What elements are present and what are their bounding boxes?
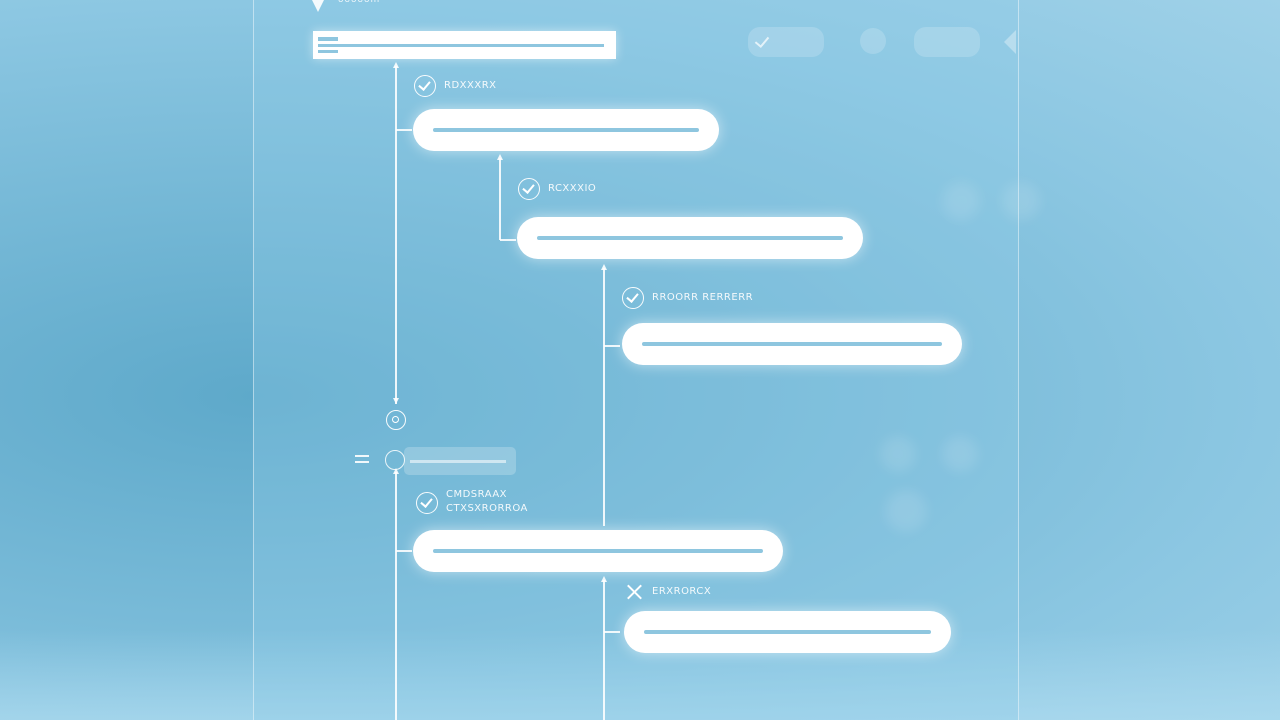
menu-icon[interactable] — [355, 455, 369, 467]
step-5-pill[interactable] — [624, 611, 951, 653]
approve-toggle[interactable] — [748, 27, 824, 57]
decor-blob — [1002, 182, 1040, 220]
connector-arrow — [601, 576, 607, 582]
header-pin-icon — [312, 0, 324, 12]
step-2-pill[interactable] — [517, 217, 863, 259]
connector-step5-branch — [604, 631, 620, 633]
connector-lower — [395, 472, 397, 720]
decor-blob — [885, 490, 927, 532]
step-1-label: Rdxxxrx — [414, 75, 497, 97]
step-5-label: Erxrorcx — [624, 582, 711, 602]
node-icon[interactable] — [386, 410, 406, 430]
top-input-bar[interactable] — [313, 31, 616, 59]
connector-step2 — [499, 158, 501, 240]
connector-arrow — [393, 62, 399, 68]
expand-icon[interactable] — [1004, 30, 1016, 54]
step-2-label: Rcxxxio — [518, 178, 596, 200]
connector-lower-branch — [396, 550, 412, 552]
options-button[interactable] — [914, 27, 980, 57]
connector-step5 — [603, 580, 605, 720]
decor-blob — [942, 182, 980, 220]
gear-icon[interactable] — [860, 28, 886, 54]
connector-arrow — [393, 398, 399, 404]
connector-step3 — [603, 268, 605, 526]
step-3-pill[interactable] — [622, 323, 962, 365]
decor-blob — [942, 436, 978, 472]
check-icon — [754, 32, 770, 49]
merge-check-icon — [385, 450, 405, 470]
step-5-text: Erxrorcx — [652, 586, 712, 597]
connector-arrow — [601, 264, 607, 270]
connector-arrow — [393, 468, 399, 474]
step-1-text: Rdxxxrx — [444, 80, 497, 91]
step-4-pill[interactable] — [413, 530, 783, 572]
connector-step2-branch — [500, 239, 516, 241]
check-circle-icon — [416, 492, 438, 514]
connector-step3-branch — [604, 345, 620, 347]
decor-blob — [880, 436, 916, 472]
check-circle-icon — [518, 178, 540, 200]
step-3-text: Rroorr rerrerr — [652, 292, 754, 303]
step-1-pill[interactable] — [413, 109, 719, 151]
step-3-label: Rroorr rerrerr — [622, 287, 753, 309]
check-circle-icon — [622, 287, 644, 309]
header-title: ooooom — [338, 0, 381, 5]
step-4-text: Cmdsraax Ctxsxrorroa — [446, 489, 528, 514]
step-2-text: Rcxxxio — [548, 183, 597, 194]
step-4-label: Cmdsraax Ctxsxrorroa — [416, 488, 546, 516]
x-icon — [624, 582, 644, 602]
connector-main-branch — [396, 129, 412, 131]
connector-main — [395, 66, 397, 404]
check-circle-icon — [414, 75, 436, 97]
connector-arrow — [497, 154, 503, 160]
filter-chip[interactable] — [404, 447, 516, 475]
